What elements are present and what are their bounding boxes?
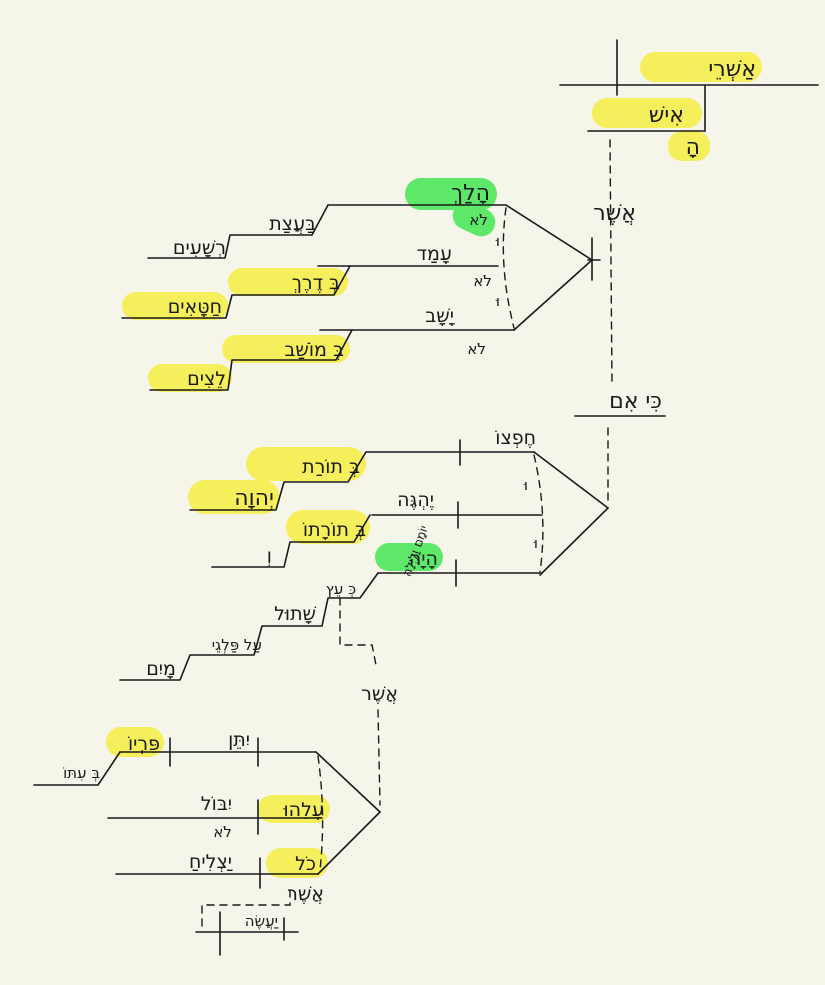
word-asher: אֲשֶׁר <box>593 201 636 226</box>
highlight-haya <box>375 543 443 571</box>
fork3-lower <box>317 811 381 875</box>
highlight-lo-green <box>452 201 496 237</box>
word-ashrei: אַשְׁרֵי <box>708 57 756 82</box>
ka-etz-step <box>119 572 379 681</box>
highlight-halach <box>405 178 497 210</box>
word-vav2: וְ <box>267 545 272 567</box>
word-al-palgei: עַל פַּלְגֵי <box>212 636 262 654</box>
word-yibol: יִבּוֹל <box>201 793 232 815</box>
asher2-connector <box>339 597 377 666</box>
b-torato-step <box>211 514 371 568</box>
b-derech-step <box>121 265 351 319</box>
word-mayim: מָיִם <box>146 658 176 680</box>
highlight-ish <box>592 98 702 128</box>
word-asher2: אֲשֶׁר <box>361 683 398 705</box>
word-lo-halach: לֹא <box>469 211 488 229</box>
word-b-derech: בְּ דֶרֶךְ <box>292 272 340 294</box>
word-vav-2: וּ <box>495 292 500 310</box>
word-yashav: יָשָׁב <box>425 305 454 327</box>
highlight-ashrei <box>640 52 762 82</box>
asher-connector <box>609 139 613 386</box>
diagram-words: אַשְׁרֵי אִישׁ הָ אֲשֶׁר הָלַךְ לֹא עָמַ… <box>63 57 756 930</box>
word-yaaseh: יַעֲשֶׂה <box>245 912 279 930</box>
b-torat-step <box>189 451 367 511</box>
highlight-yhvh <box>188 480 280 514</box>
word-yiten: יִתֵּן <box>228 729 250 751</box>
diagram-lines <box>33 39 819 956</box>
word-vav-3: וּ <box>523 476 528 494</box>
fork3-upper <box>315 751 381 813</box>
word-halach: הָלַךְ <box>451 181 490 206</box>
word-lo2: לֹא <box>213 823 232 841</box>
word-letzim: לֵצִים <box>187 368 226 390</box>
word-amad: עָמַד <box>417 243 452 265</box>
word-yehgeh: יֶהְגֶּה <box>397 489 434 511</box>
word-ba-atzat: בַּעֲצַת <box>269 213 316 235</box>
highlight-b-torato <box>286 510 370 544</box>
word-alehu: עָלֵהוּ <box>283 799 324 821</box>
word-cheftzo: חֶפְצוֹ <box>495 427 536 449</box>
fork3-conj-dash <box>317 755 324 871</box>
word-shatul: שָׁתוּל <box>274 603 316 625</box>
asher3-connector <box>201 889 291 933</box>
word-lo-yashav: לֹא <box>467 340 486 358</box>
word-rshaim: רְשָׁעִים <box>173 237 226 259</box>
highlight-b-derech <box>228 268 348 296</box>
highlight-alehu <box>258 795 330 823</box>
highlight-piryo <box>106 727 164 757</box>
word-kol: כֹל <box>295 853 316 875</box>
word-asher3: אֲשֶׁר <box>287 883 324 905</box>
highlight-ha <box>668 131 710 161</box>
fork2-upper <box>533 451 609 509</box>
fork2-conj-dash <box>533 454 544 573</box>
word-ka-etz: כְּ עֵץ <box>326 580 356 598</box>
word-yatzliach: יַצְלִיחַ <box>189 851 233 873</box>
word-vav-4: וּ <box>533 534 538 552</box>
word-b-ito: בְּ עִתּוֹ <box>63 764 100 782</box>
ba-atzat-step <box>147 204 329 259</box>
highlight-chataim <box>122 292 228 320</box>
b-moshav-step <box>149 329 353 391</box>
word-yhvh: יְהוָה <box>234 486 274 511</box>
highlight-kol <box>266 848 328 878</box>
word-piryo: פִּרְיוֹ <box>128 733 160 755</box>
word-lo-amad: לֹא <box>473 272 492 290</box>
word-vav-1: וּ <box>495 232 500 250</box>
highlight-b-torat <box>246 447 366 481</box>
word-ish: אִישׁ <box>649 103 684 128</box>
word-haya: הָיָה <box>409 548 438 570</box>
word-ki-im: כִּי אִם <box>609 389 662 414</box>
word-b-torato: בְּ תוֹרָתוֹ <box>303 519 366 541</box>
word-b-moshav: בְּ מוֹשַׁב <box>284 339 344 361</box>
fork1-upper <box>505 204 593 261</box>
asher2-down <box>377 709 381 806</box>
fork1-conj-dash <box>502 207 515 329</box>
word-ha: הָ <box>686 135 700 160</box>
highlights <box>106 52 762 878</box>
highlight-letzim <box>148 364 232 392</box>
word-chataim: חַטָּאִים <box>168 296 222 318</box>
word-b-torat: בְּ תוֹרַת <box>302 456 360 478</box>
highlight-b-moshav <box>222 335 350 363</box>
b-ito-step <box>33 751 121 786</box>
fork1-lower <box>513 259 593 331</box>
fork2-lower <box>539 507 609 576</box>
